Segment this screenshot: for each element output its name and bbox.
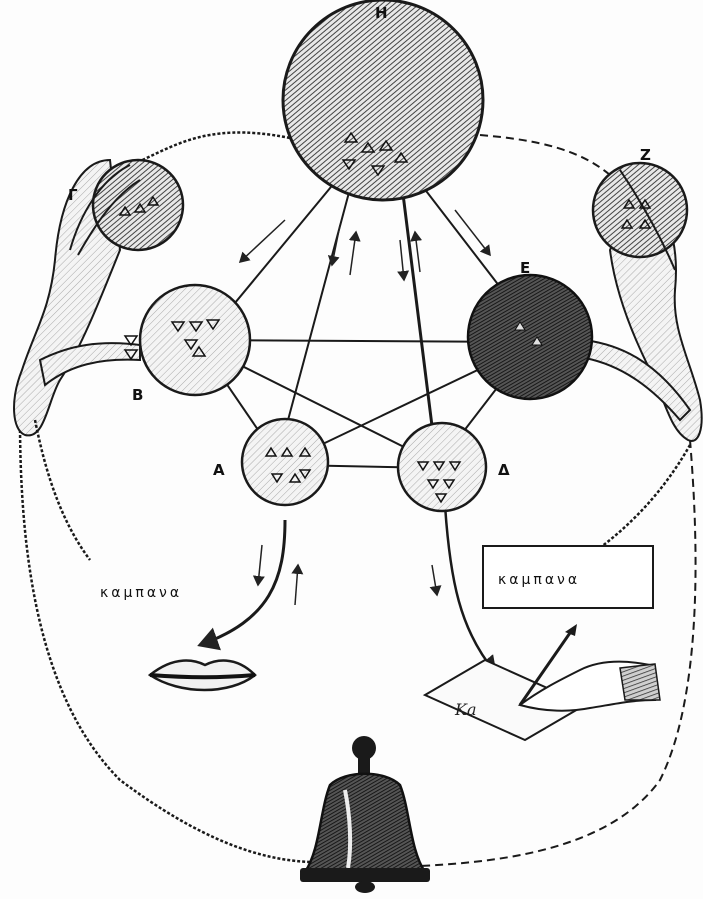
label-Epsilon: Ε — [520, 259, 530, 277]
written-word-text: καμπανα — [498, 572, 580, 588]
left-lower-wavy-line — [35, 420, 90, 560]
center-H — [283, 0, 483, 200]
label-Zeta: Ζ — [640, 146, 651, 164]
spoken-word-text: καμπανα — [100, 585, 182, 601]
speech-output-pathway — [200, 520, 285, 645]
center-Delta — [398, 423, 486, 511]
center-Epsilon — [468, 275, 592, 399]
center-Alpha — [242, 419, 328, 505]
hand-writing-icon: Ka — [425, 624, 660, 740]
label-H: Η — [375, 4, 388, 22]
center-Zeta — [593, 163, 687, 257]
bell-icon — [300, 736, 430, 893]
flow-arrows — [240, 210, 490, 605]
handwriting-text: Ka — [454, 700, 477, 719]
label-Beta: Β — [132, 386, 143, 404]
label-Alpha: Α — [213, 461, 225, 479]
center-Gamma — [93, 160, 183, 250]
lips-icon — [150, 661, 255, 690]
right-lower-wavy-line — [590, 445, 690, 555]
label-Gamma: Γ — [68, 186, 78, 204]
label-Delta: Δ — [498, 461, 510, 479]
